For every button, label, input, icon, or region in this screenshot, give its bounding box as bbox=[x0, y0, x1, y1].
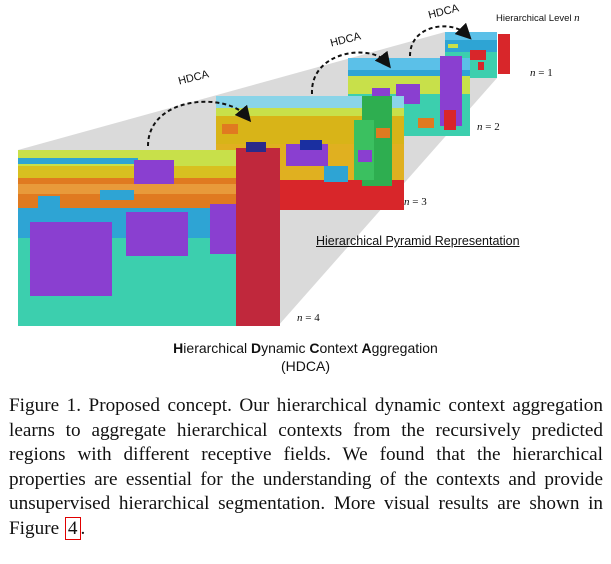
level-label-2: n = 2 bbox=[477, 121, 500, 133]
hierarchical-level-title: Hierarchical Level n bbox=[496, 12, 580, 24]
figure-caption: Figure 1. Proposed concept. Our hierarch… bbox=[9, 394, 603, 542]
caption-text: Figure 1. Proposed concept. Our hierarch… bbox=[9, 395, 603, 539]
level-label-1: n = 1 bbox=[530, 67, 553, 79]
level-label-4: n = 4 bbox=[297, 312, 320, 324]
segmentation-map-level-4 bbox=[18, 142, 280, 326]
hdca-arrow-3-to-2 bbox=[310, 50, 391, 95]
caption-end: . bbox=[80, 517, 86, 539]
hdca-arrow-4-to-3 bbox=[147, 100, 252, 147]
concept-title: Hierarchical Dynamic Context Aggregation bbox=[173, 340, 438, 356]
hdca-arrow-2-to-1 bbox=[409, 22, 472, 57]
figure-illustration bbox=[18, 22, 510, 326]
pyramid-representation-label: Hierarchical Pyramid Representation bbox=[316, 234, 520, 248]
concept-abbreviation: (HDCA) bbox=[281, 358, 330, 374]
level-title-var: n bbox=[574, 12, 580, 24]
level-label-3: n = 3 bbox=[404, 196, 427, 208]
level-title-prefix: Hierarchical Level bbox=[496, 13, 575, 24]
figure-ref-link[interactable]: 4 bbox=[64, 516, 81, 540]
